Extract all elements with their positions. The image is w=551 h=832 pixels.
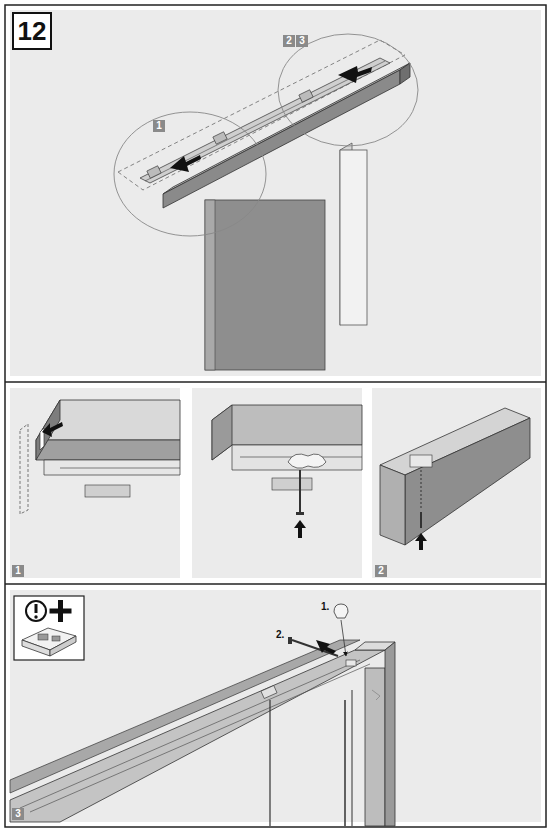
frame-profile (10, 640, 395, 826)
callout-number: 3 (296, 35, 308, 47)
cover-profile (163, 63, 410, 208)
page-frame (5, 5, 546, 827)
step-number: 12 (12, 12, 52, 50)
top-panel (10, 10, 541, 376)
callout-number: 2 (375, 565, 387, 577)
callout-number: 3 (12, 808, 24, 820)
dashed-outline (118, 40, 405, 190)
detail-panel (192, 388, 362, 578)
clip-and-screw (288, 604, 356, 666)
push-arrow (170, 155, 201, 172)
detail-circle (114, 112, 266, 236)
callout-text: 2 (378, 566, 384, 576)
wall-and-door (205, 143, 367, 370)
push-arrow (338, 66, 372, 83)
screw-detail (372, 405, 541, 550)
bottom-panel (10, 590, 541, 822)
callout-number: 1 (12, 565, 24, 577)
icon-box (14, 596, 84, 660)
callout-text: 3 (15, 809, 21, 819)
callout-text: 1 (156, 121, 162, 131)
callout-text: 1 (15, 566, 21, 576)
detail-circle (278, 34, 418, 146)
callout-number: 2 (283, 35, 295, 47)
callout-number: 1 (153, 120, 165, 132)
step-number-text: 12 (18, 18, 47, 44)
step-label: 1. (321, 602, 329, 612)
profile-end-detail (20, 400, 180, 514)
detail-panel (372, 388, 541, 578)
detail-panel (10, 388, 180, 578)
callout-text: 2 (286, 36, 292, 46)
callout-text: 3 (299, 36, 305, 46)
screw-from-below-detail (212, 405, 362, 538)
step-label: 2. (276, 630, 284, 640)
